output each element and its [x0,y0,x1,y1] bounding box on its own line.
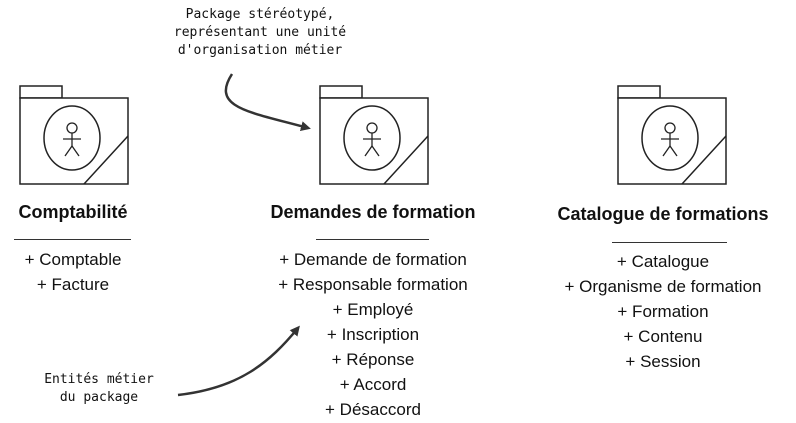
actor-icon [641,105,699,171]
stereotype-arrow [224,73,311,131]
entity-item: + Session [625,352,701,371]
package-name: Demandes de formation [270,202,476,222]
entity-item: + Réponse [331,350,415,369]
entity-list: + Catalogue + Organisme de formation + F… [530,249,796,374]
package-icon [19,85,129,185]
package-icon [617,85,727,185]
actor-icon [343,105,401,171]
package-separator [316,239,429,240]
package-name: Catalogue de formations [557,204,769,224]
actor-icon [43,105,101,171]
entity-item: + Contenu [623,327,703,346]
entity-item: + Désaccord [325,400,421,419]
entity-item: + Organisme de formation [564,277,762,296]
entity-item: + Facture [36,275,110,294]
package-name: Comptabilité [18,202,128,222]
entities-arrow [177,325,300,397]
entity-list: + Comptable + Facture [0,247,146,297]
entity-list: + Demande de formation + Responsable for… [238,247,508,422]
entity-item: + Demande de formation [279,250,467,269]
entity-item: + Formation [617,302,709,321]
stereotype-annotation: Package stéréotypé, représentant une uni… [173,7,347,58]
entities-annotation: Entités métier du package [44,372,154,405]
package-separator [612,242,727,243]
entity-item: + Responsable formation [278,275,468,294]
package-separator [14,239,131,240]
entity-item: + Catalogue [616,252,710,271]
entity-item: + Inscription [326,325,420,344]
entity-item: + Employé [332,300,414,319]
package-icon [319,85,429,185]
entity-item: + Comptable [24,250,122,269]
entity-item: + Accord [339,375,407,394]
